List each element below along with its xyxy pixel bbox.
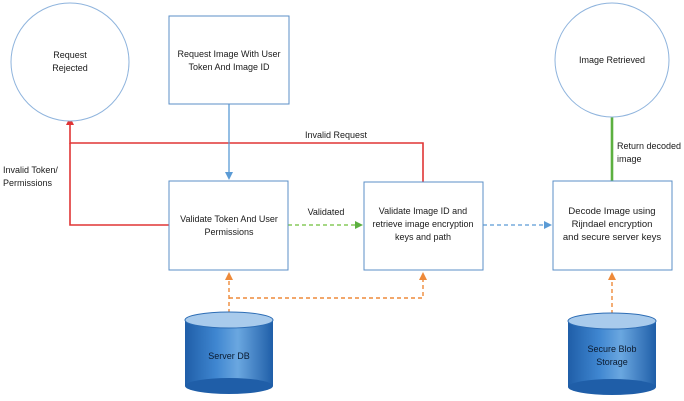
node-decode-image: Decode Image using Rijndael encryption a…: [552, 180, 673, 271]
edge-label-return-decoded: image: [617, 154, 642, 164]
node-label-line: keys and path: [395, 232, 451, 242]
node-label-line: Secure Blob: [587, 344, 636, 354]
edge-db-to-validate-image: [229, 272, 427, 299]
node-request-rejected: Request Rejected: [10, 2, 130, 122]
node-label-line: Request Image With User: [177, 49, 280, 59]
node-label-line: Storage: [596, 357, 628, 367]
node-server-db: Server DB: [184, 311, 274, 394]
node-validate-token: Validate Token And User Permissions: [168, 180, 289, 271]
edge-label-invalid-request: Invalid Request: [305, 130, 368, 140]
node-label-line: Validate Token And User: [180, 214, 278, 224]
node-label-line: Image Retrieved: [579, 55, 645, 65]
edge-label-return-decoded: Return decoded: [617, 141, 681, 151]
edge-invalid-request: [66, 117, 424, 182]
node-label-line: and secure server keys: [563, 232, 661, 243]
node-label-line: Server DB: [208, 351, 250, 361]
edge-label-invalid-token: Permissions: [3, 178, 53, 188]
node-request-image: Request Image With User Token And Image …: [168, 15, 290, 105]
node-label-line: Request: [53, 50, 87, 60]
node-label-line: Permissions: [204, 227, 254, 237]
edge-label-validated: Validated: [308, 207, 345, 217]
node-blob-storage: Secure Blob Storage: [567, 312, 657, 395]
node-label-line: Token And Image ID: [188, 62, 270, 72]
node-label-line: Validate Image ID and: [379, 206, 467, 216]
edge-label-invalid-token: Invalid Token/: [3, 165, 58, 175]
edge-invalid-token: [69, 143, 169, 226]
node-label-line: Decode Image using: [568, 206, 655, 217]
node-label-line: Rejected: [52, 63, 88, 73]
node-label-line: Rijndael encryption: [572, 219, 653, 230]
node-label-line: retrieve image encryption: [372, 219, 473, 229]
node-validate-image: Validate Image ID and retrieve image enc…: [363, 181, 484, 271]
node-image-retrieved: Image Retrieved: [554, 2, 670, 118]
